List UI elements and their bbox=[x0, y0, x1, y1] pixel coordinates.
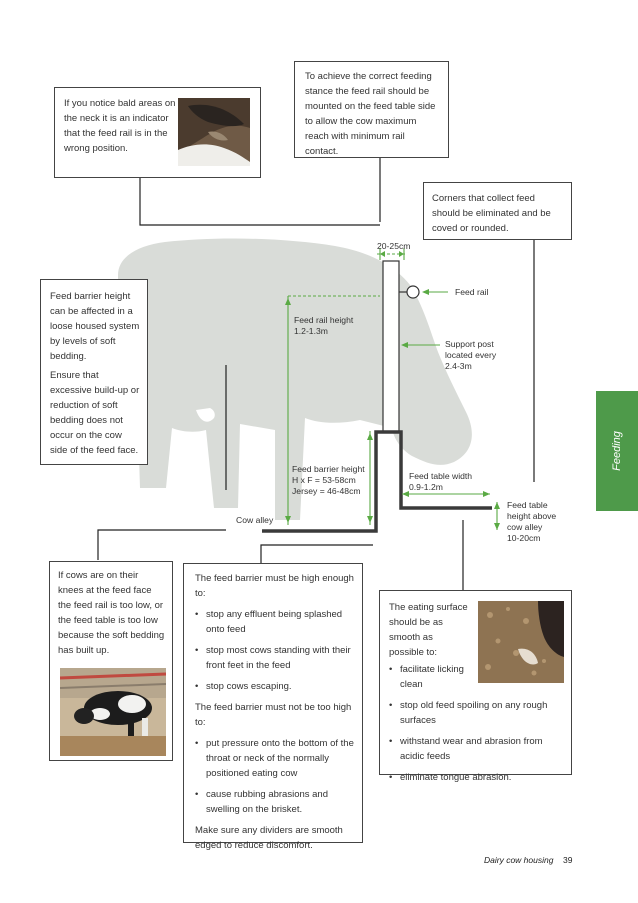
list-item: cause rubbing abrasions and swelling on … bbox=[195, 787, 354, 817]
list-item: stop most cows standing with their front… bbox=[195, 643, 354, 673]
barrier-floor-profile bbox=[262, 430, 492, 533]
list-item: eliminate tongue abrasion. bbox=[389, 770, 563, 785]
cow-neck-photo bbox=[178, 98, 250, 166]
cows-kneeling-photo bbox=[60, 668, 166, 756]
feed-rail-tube bbox=[406, 285, 420, 299]
barrier-height-label: Feed barrier height H x F = 53-58cm Jers… bbox=[292, 464, 365, 496]
table-width-label: Feed table width 0.9-1.2m bbox=[409, 471, 473, 492]
list-item: stop any effluent being splashed onto fe… bbox=[195, 607, 354, 637]
not-high-intro: The feed barrier must not be too high to… bbox=[195, 702, 352, 728]
eating-intro: The eating surface should be as smooth a… bbox=[389, 602, 468, 658]
list-item: facilitate licking clean bbox=[389, 662, 472, 692]
feed-rail-label: Feed rail bbox=[455, 287, 489, 297]
table-height-label: Feed table height above cow alley 10-20c… bbox=[507, 500, 557, 543]
cow-alley-label: Cow alley bbox=[236, 515, 274, 525]
callout-barrier-rules: The feed barrier must be high enough to:… bbox=[183, 563, 363, 851]
support-post bbox=[382, 260, 400, 433]
list-item: stop old feed spoiling on any rough surf… bbox=[389, 698, 563, 728]
support-post-label: Support post located every 2.4-3m bbox=[445, 339, 497, 371]
connector-line bbox=[260, 544, 373, 565]
section-tab: Feeding bbox=[596, 391, 638, 511]
connector-line bbox=[139, 178, 380, 226]
callout-text: If you notice bald areas on the neck it … bbox=[64, 98, 176, 154]
high-intro: The feed barrier must be high enough to: bbox=[195, 573, 354, 599]
callout-cows-knees: If cows are on their knees at the feed f… bbox=[49, 561, 173, 761]
callout-feeding-stance: To achieve the correct feeding stance th… bbox=[294, 61, 449, 158]
callout-text: If cows are on their knees at the feed f… bbox=[58, 570, 165, 656]
dividers-note: Make sure any dividers are smooth edged … bbox=[195, 825, 343, 851]
list-item: withstand wear and abrasion from acidic … bbox=[389, 734, 563, 764]
high-list: stop any effluent being splashed onto fe… bbox=[195, 607, 354, 694]
list-item: put pressure onto the bottom of the thro… bbox=[195, 736, 354, 781]
callout-bald-areas: If you notice bald areas on the neck it … bbox=[54, 87, 261, 178]
rail-height-label: Feed rail height 1.2-1.3m bbox=[294, 315, 354, 336]
callout-text: Feed barrier height can be affected in a… bbox=[50, 291, 140, 362]
callout-eating-surface: The eating surface should be as smooth a… bbox=[379, 590, 572, 785]
eating-list: facilitate licking clean stop old feed s… bbox=[389, 662, 563, 785]
page-number: 39 bbox=[563, 855, 573, 865]
section-tab-label: Feeding bbox=[611, 431, 623, 471]
width-top-label: 20-25cm bbox=[377, 241, 411, 251]
footer-title: Dairy cow housing bbox=[484, 855, 554, 865]
list-item: stop cows escaping. bbox=[195, 679, 354, 694]
callout-barrier-height: Feed barrier height can be affected in a… bbox=[40, 279, 148, 465]
callout-corners: Corners that collect feed should be elim… bbox=[423, 182, 572, 240]
not-high-list: put pressure onto the bottom of the thro… bbox=[195, 736, 354, 817]
feed-surface-photo bbox=[478, 601, 564, 683]
connector-line bbox=[97, 529, 226, 560]
callout-text: Ensure that excessive build-up or reduct… bbox=[50, 370, 140, 456]
